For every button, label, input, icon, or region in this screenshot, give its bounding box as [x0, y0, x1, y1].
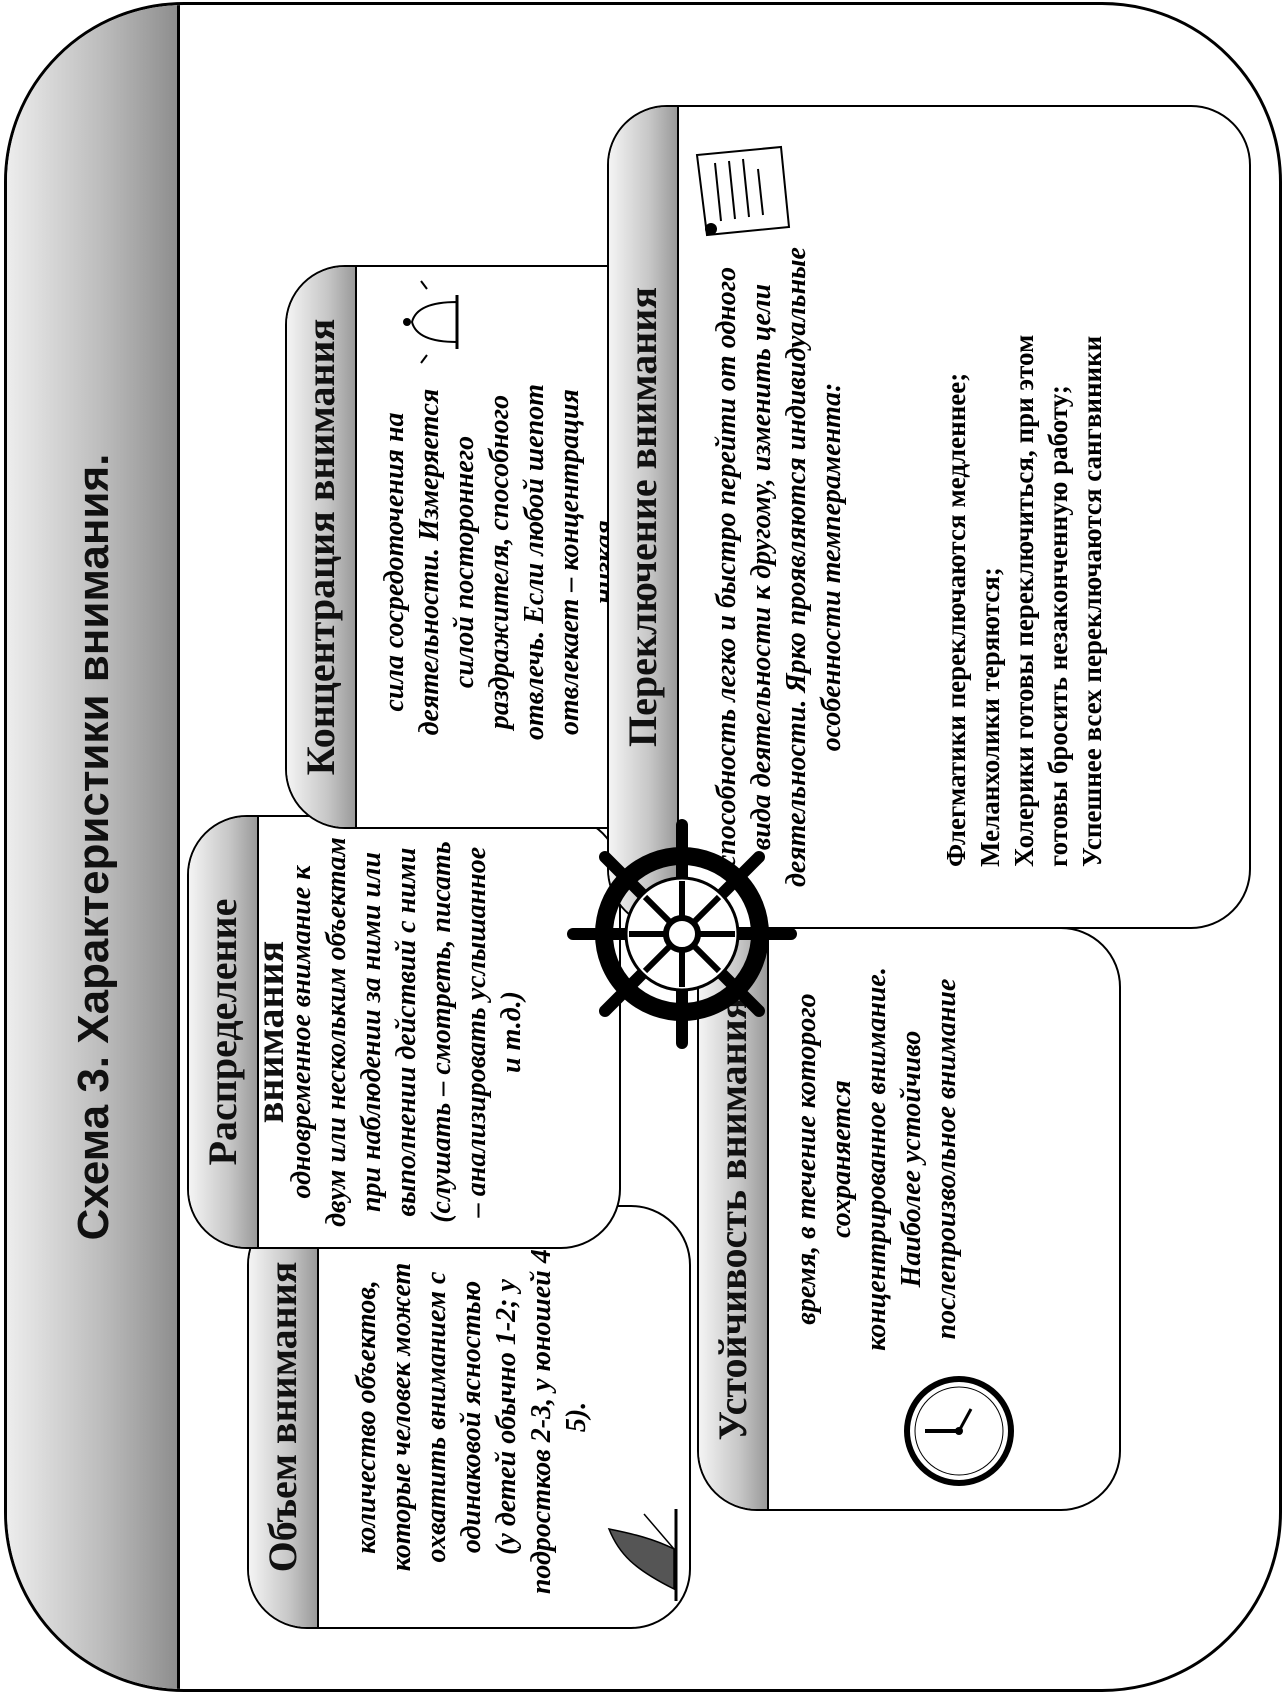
card-distribution-text: одновременное внимание к двум или нескол…	[286, 837, 527, 1227]
switching-line-5: Успешнее всех переключаются сангвиники	[1077, 335, 1107, 867]
card-volume: Объем внимания количество объектов, кото…	[247, 1205, 691, 1629]
card-concentration-body: сила сосредоточения на деятельности. Изм…	[377, 357, 622, 767]
card-stability-text: время, в течение которого сохраняется ко…	[791, 967, 962, 1351]
card-volume-note: (у детей обычно 1-2; у подростков 2-3, у…	[491, 1239, 592, 1595]
bell-icon	[403, 280, 459, 364]
clock-icon	[904, 1376, 1014, 1486]
card-distribution-header: Распределение внимания	[189, 817, 292, 1247]
card-switching: Переключение внимания способность легко …	[607, 105, 1251, 929]
card-switching-text: способность легко и быстро перейти от од…	[711, 247, 847, 887]
ship-wheel-icon	[567, 819, 797, 1049]
diagram-frame: Схема 3. Характеристики внимания. Объем …	[4, 2, 1282, 1692]
card-switching-body: способность легко и быстро перейти от од…	[709, 247, 849, 887]
card-volume-header: Объем внимания	[249, 1207, 319, 1627]
switching-line-3: Холерики готовы переключиться, при этом	[1009, 334, 1039, 867]
card-concentration-header: Концентрация внимания	[287, 267, 357, 827]
card-stability-body: время, в течение которого сохраняется ко…	[789, 959, 964, 1359]
card-stability: Устойчивость внимания время, в течение к…	[697, 927, 1121, 1511]
note-paper-icon	[695, 145, 791, 237]
card-volume-title: Объем внимания	[260, 1261, 305, 1573]
card-concentration-text: сила сосредоточения на деятельности. Изм…	[379, 384, 620, 740]
switching-line-1: Флегматики переключаются медленнее;	[941, 372, 971, 867]
title-band: Схема 3. Характеристики внимания.	[7, 5, 180, 1689]
switching-line-4: готовы бросить незаконченную работу;	[1043, 385, 1073, 867]
sail-icon	[607, 1509, 678, 1601]
card-distribution: Распределение внимания одновременное вни…	[187, 815, 621, 1249]
page-title: Схема 3. Характеристики внимания.	[69, 453, 118, 1241]
switching-temperament-list: Флегматики переключаются медленнее; Мела…	[939, 167, 1109, 867]
card-concentration: Концентрация внимания сила сосредоточени…	[285, 265, 689, 829]
card-volume-body: количество объектов, которые человек мож…	[349, 1227, 594, 1607]
card-distribution-title: Распределение внимания	[200, 898, 292, 1166]
card-concentration-title: Концентрация внимания	[298, 318, 343, 776]
card-distribution-body: одновременное внимание к двум или нескол…	[284, 837, 529, 1227]
switching-line-2: Меланхолики теряются;	[975, 567, 1005, 867]
card-switching-header: Переключение внимания	[609, 107, 679, 927]
card-switching-title: Переключение внимания	[620, 287, 665, 747]
card-volume-text: количество объектов, которые человек мож…	[351, 1262, 487, 1572]
